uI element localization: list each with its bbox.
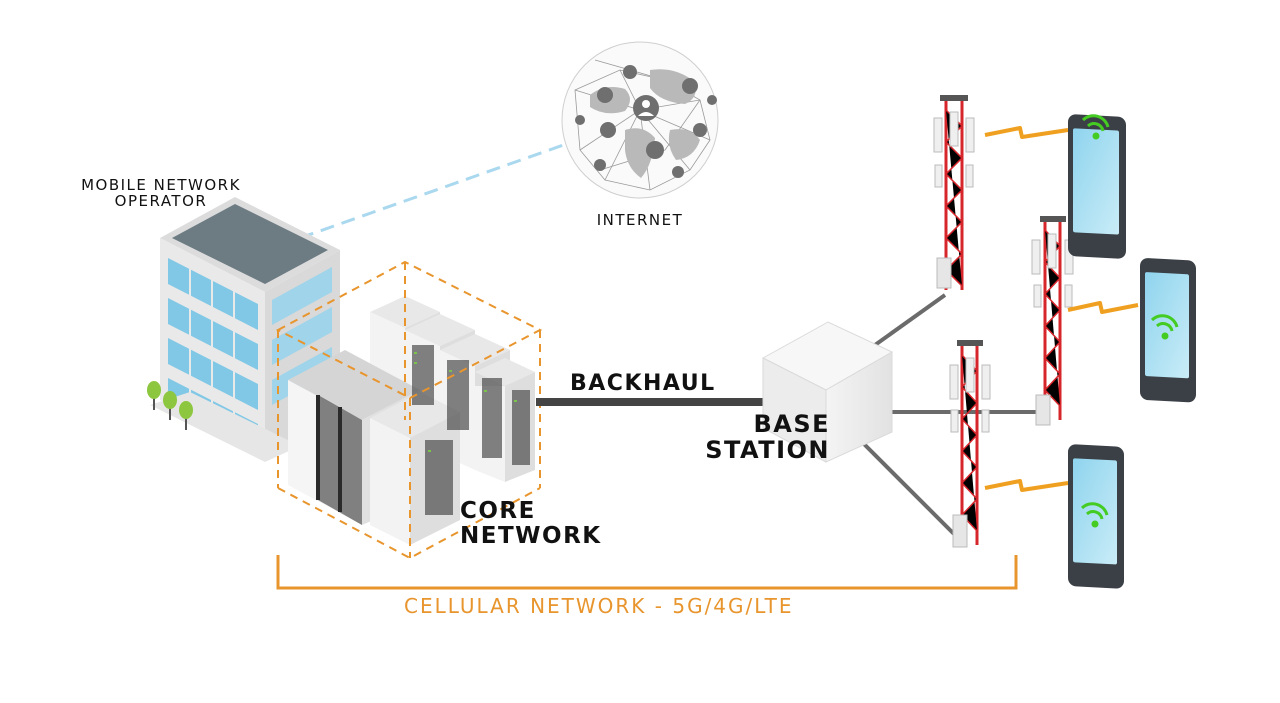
- wifi-signal-icon: [1080, 502, 1109, 528]
- cellular-network-bracket: [276, 555, 1018, 590]
- base-station-label-line2: STATION: [705, 436, 830, 464]
- core-network-boundary: [275, 260, 543, 560]
- cell-tower-icon: [1031, 216, 1074, 426]
- smartphone-icon: [1068, 444, 1124, 589]
- internet-link: [299, 116, 641, 240]
- operator-label-line2: OPERATOR: [114, 192, 208, 210]
- operator-label: MOBILE NETWORK OPERATOR: [56, 178, 266, 209]
- backhaul-label: BACKHAUL: [570, 371, 716, 396]
- cell-tower-icon: [949, 340, 991, 548]
- cellular-network-label: CELLULAR NETWORK - 5G/4G/LTE: [404, 594, 794, 618]
- core-network-label: CORE NETWORK: [460, 500, 602, 548]
- base-station-label-line1: BASE: [753, 410, 830, 438]
- base-station-label: BASE STATION: [680, 412, 830, 462]
- globe-icon: [561, 41, 719, 199]
- operator-label-line1: MOBILE NETWORK: [81, 176, 241, 194]
- lightning-link-icon: [984, 126, 1139, 492]
- base-station-icon: [761, 321, 894, 463]
- cell-tower-icon: [933, 95, 975, 290]
- wifi-signal-icon: [1150, 314, 1179, 340]
- wifi-signal-icon: [1081, 114, 1110, 140]
- smartphone-icon: [1068, 114, 1126, 259]
- internet-label: INTERNET: [596, 211, 684, 229]
- server-rack-icon: [288, 296, 535, 545]
- core-network-label-line2: NETWORK: [460, 523, 602, 549]
- core-network-label-line1: CORE: [460, 498, 536, 524]
- smartphone-icon: [1140, 258, 1196, 403]
- tree-icon: [147, 381, 193, 430]
